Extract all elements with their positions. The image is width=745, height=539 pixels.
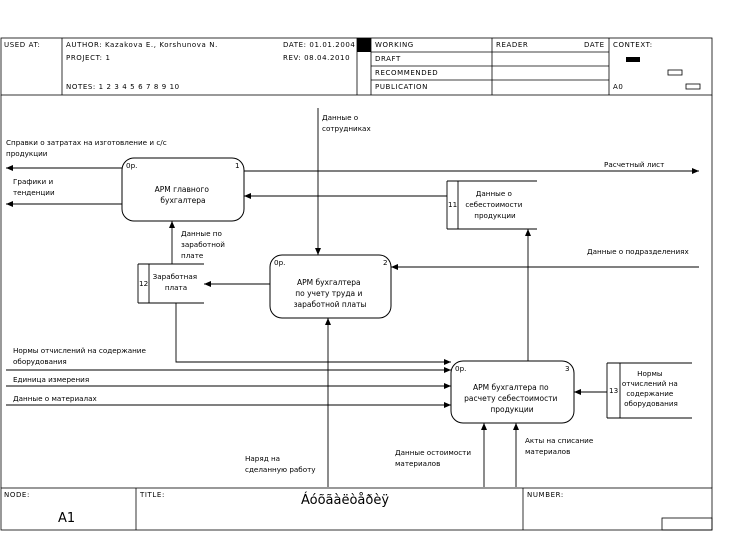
reader-label: READER xyxy=(496,41,528,49)
flow-work-order-label: Наряд на сделанную работу xyxy=(245,454,316,474)
data-store-11-name: Данные о себестоимости продукции xyxy=(465,189,524,220)
process-1-name: АРМ главного бухгалтера xyxy=(155,185,212,205)
process-1-number: 1 xyxy=(235,161,240,170)
flow-units-label: Единица измерения xyxy=(13,375,89,384)
process-2-number: 2 xyxy=(383,258,388,267)
process-3[interactable]: 0р. 3 АРМ бухгалтера по расчету себестои… xyxy=(450,360,575,424)
notes-label: NOTES: 1 2 3 4 5 6 7 8 9 10 xyxy=(66,83,180,91)
process-3-name: АРМ бухгалтера по расчету себестоимости … xyxy=(464,383,560,414)
data-store-12-name: Заработная плата xyxy=(153,272,200,292)
data-store-12[interactable] xyxy=(137,263,204,304)
flow-store12-to-p3-arrow xyxy=(175,303,451,365)
title-label: TITLE: xyxy=(139,491,165,499)
date-label: DATE: 01.01.2004 xyxy=(283,41,355,49)
process-2-cost: 0р. xyxy=(274,258,285,267)
working-marker xyxy=(357,38,371,52)
flow-graphs-label: Графики и тенденции xyxy=(13,177,55,197)
flow-materials-label: Данные о материалах xyxy=(13,394,98,403)
data-store-13-name: Нормы отчислений на содержание оборудова… xyxy=(622,369,680,408)
draft-label: DRAFT xyxy=(375,55,401,63)
header-frame xyxy=(0,37,713,96)
data-store-11[interactable] xyxy=(446,180,537,230)
context-box-black xyxy=(626,57,640,62)
flow-payslip-label: Расчетный лист xyxy=(604,160,664,169)
process-3-cost: 0р. xyxy=(455,364,466,373)
process-2[interactable]: 0р. 2 АРМ бухгалтера по учету труда и за… xyxy=(269,254,392,319)
rev-label: REV: 08.04.2010 xyxy=(283,54,350,62)
process-2-name: АРМ бухгалтера по учету труда и заработн… xyxy=(294,278,367,309)
flow-residuals-label: Данные остоимости материалов xyxy=(395,448,473,468)
publication-label: PUBLICATION xyxy=(375,83,428,91)
node-label: NODE: xyxy=(4,491,30,499)
data-store-12-id: 12 xyxy=(139,279,148,288)
context-box-1 xyxy=(667,69,683,76)
flow-departments-label: Данные о подразделениях xyxy=(587,247,689,256)
number-label: NUMBER: xyxy=(527,491,564,499)
flow-employees-label: Данные о сотрудниках xyxy=(322,113,371,133)
project-label: PROJECT: 1 xyxy=(66,54,111,62)
footer-frame xyxy=(0,487,713,531)
context-label: CONTEXT: xyxy=(613,41,653,49)
flow-reports-label: Справки о затратах на изготовление и с/с… xyxy=(6,138,169,158)
flow-norms-label: Нормы отчислений на содержание оборудова… xyxy=(13,346,148,366)
used-at-label: USED AT: xyxy=(4,41,41,49)
process-3-number: 3 xyxy=(565,364,570,373)
process-1[interactable]: 0р. 1 АРМ главного бухгалтера xyxy=(121,157,245,222)
context-box-2 xyxy=(685,83,701,90)
working-label: WORKING xyxy=(375,41,414,49)
data-store-13-id: 13 xyxy=(609,386,618,395)
process-1-cost: 0р. xyxy=(126,161,137,170)
data-store-11-id: 11 xyxy=(448,200,457,209)
node-value: A1 xyxy=(58,511,75,526)
diagram-title: Áóõãàëòåðèÿ xyxy=(301,492,389,508)
data-store-13[interactable] xyxy=(606,362,692,419)
flow-salary-label: Данные по заработной плате xyxy=(181,229,227,260)
reader-date-label: DATE xyxy=(584,41,605,49)
author-label: AUTHOR: Kazakova E., Korshunova N. xyxy=(66,41,218,49)
flow-writeoff-label: Акты на списание материалов xyxy=(525,436,596,456)
recommended-label: RECOMMENDED xyxy=(375,69,438,77)
context-node-label: A0 xyxy=(613,83,623,91)
